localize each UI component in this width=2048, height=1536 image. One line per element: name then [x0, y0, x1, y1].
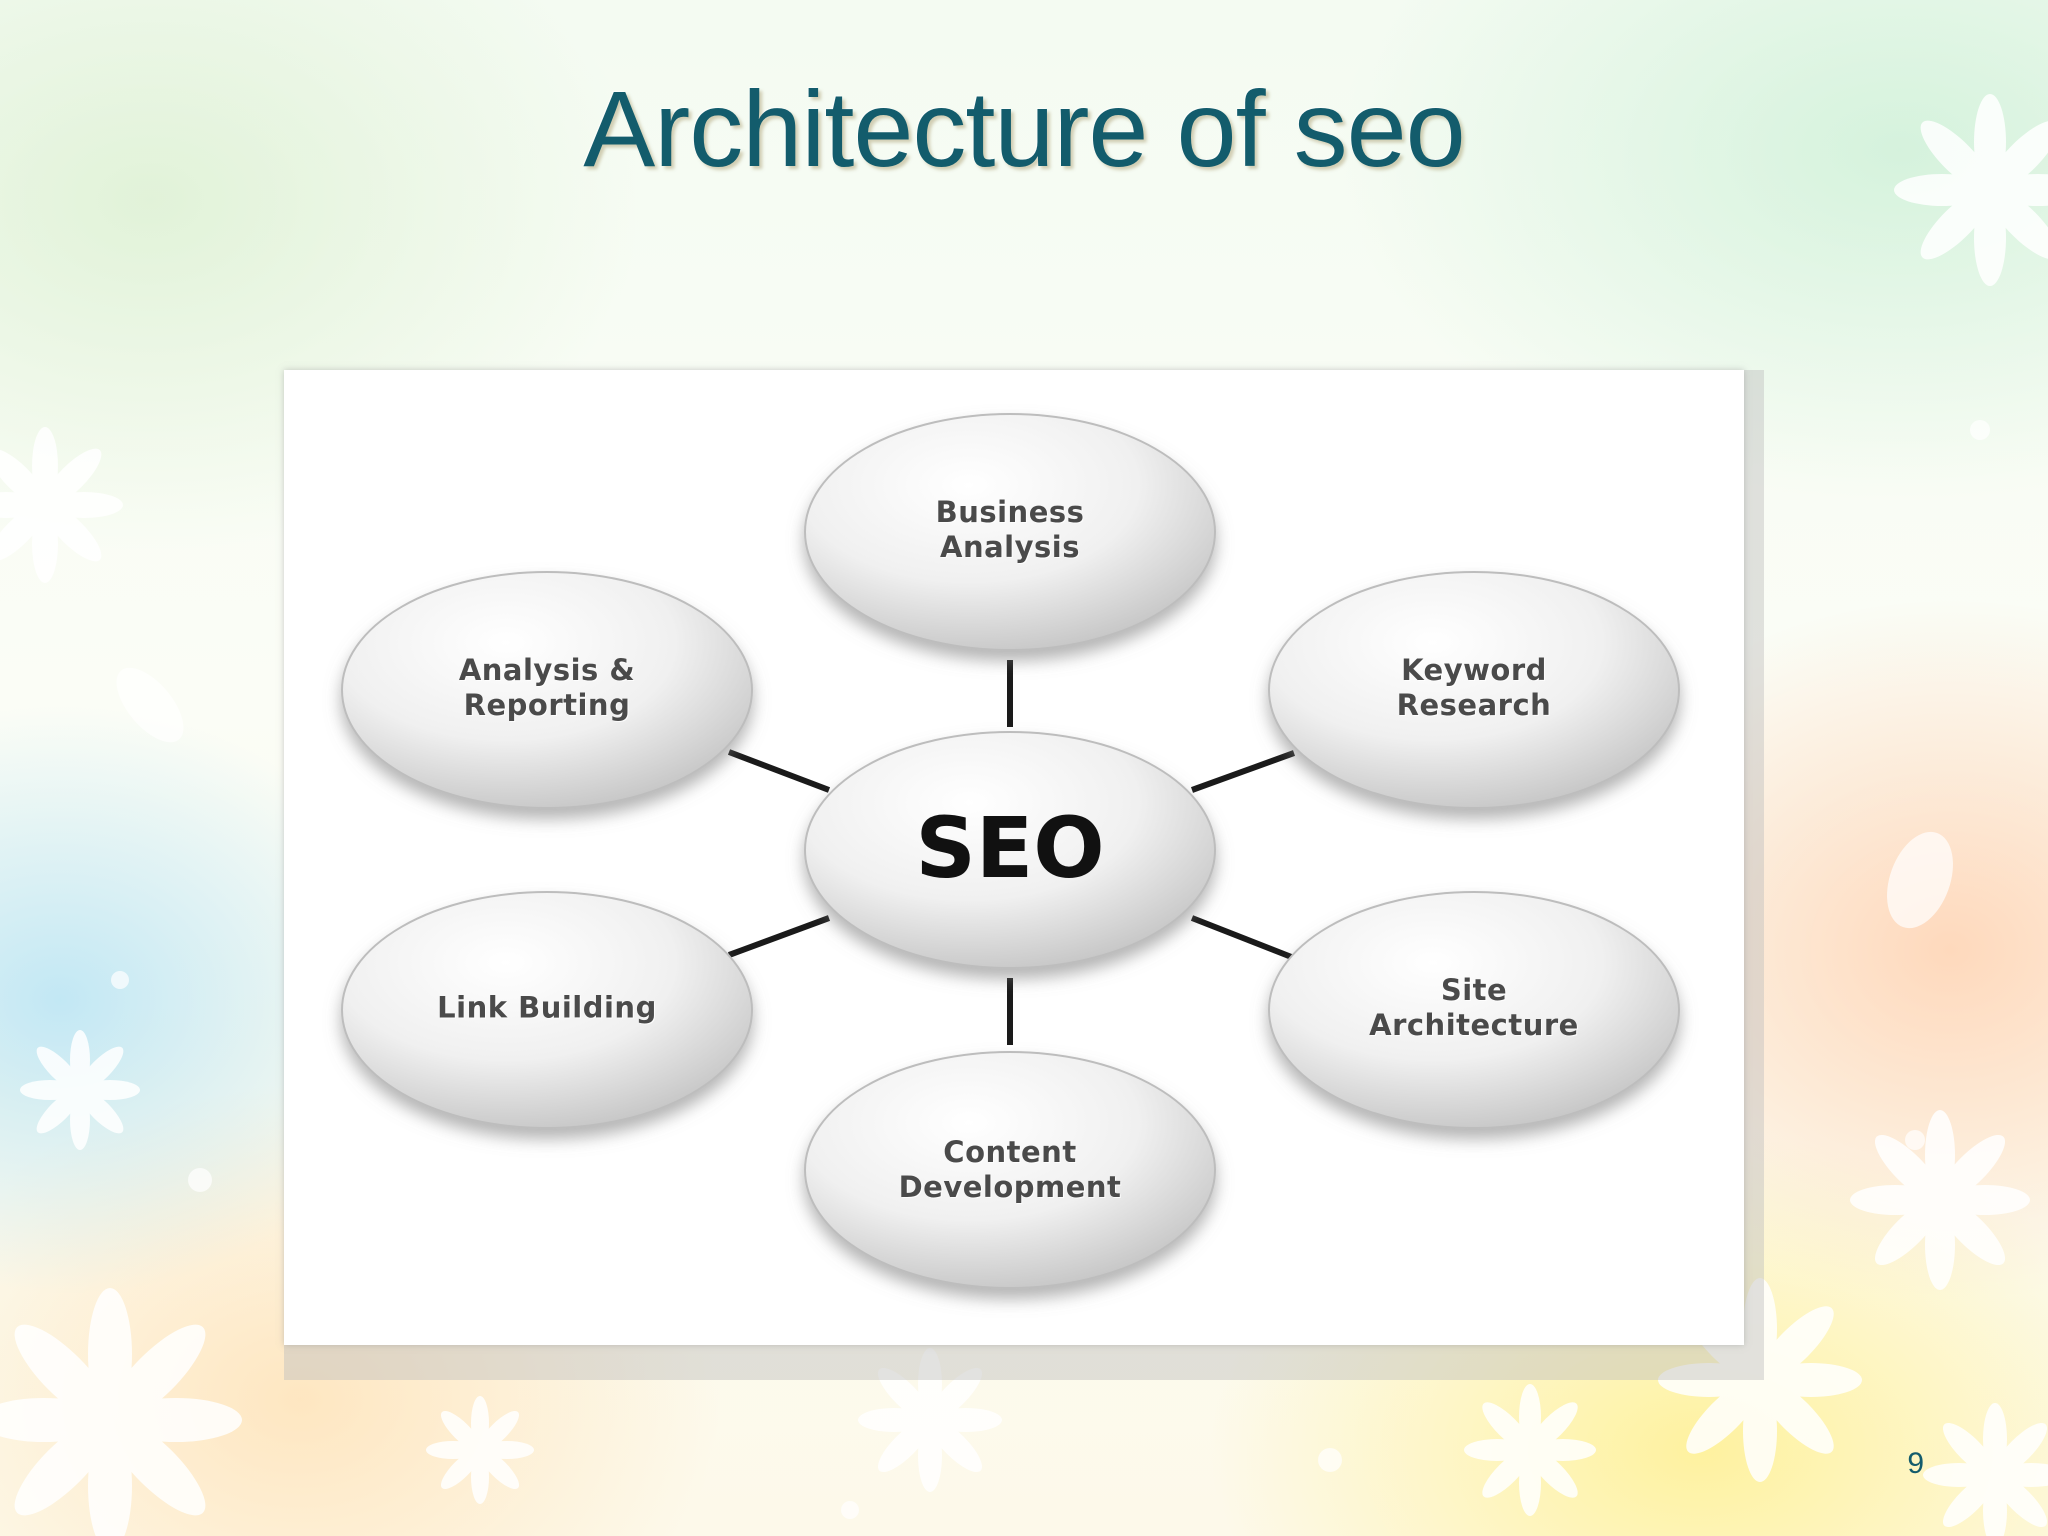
connector-link [727, 915, 831, 958]
node-business-analysis [804, 413, 1216, 651]
connector-site [1190, 915, 1296, 961]
flower-icon [1464, 1384, 1596, 1516]
node-label-analysis: Analysis & Reporting [458, 653, 636, 722]
connectors [727, 660, 1296, 1045]
page-number: 9 [1907, 1447, 1924, 1480]
node-keyword-research [1268, 571, 1680, 809]
node-analysis-reporting [341, 571, 753, 809]
node-label-link: Link Building [437, 990, 657, 1025]
slide-title: Architecture of seo [583, 68, 1465, 189]
node-label-business: Business Analysis [935, 495, 1085, 564]
node-label-site: Site Architecture [1369, 973, 1579, 1042]
node-label-content: Content Development [898, 1135, 1122, 1204]
node-site-architecture [1268, 891, 1680, 1129]
connector-keyword [1190, 750, 1296, 793]
center-node-label: SEO [915, 799, 1105, 897]
node-seo-center [804, 731, 1216, 969]
flower-icon [426, 1396, 534, 1504]
flower-icon [0, 1288, 242, 1536]
flower-icon [1850, 1110, 2030, 1290]
node-label-keyword: Keyword Research [1396, 653, 1552, 722]
flower-icon [1923, 1403, 2048, 1536]
seo-architecture-diagram [341, 413, 1680, 1289]
node-content-development [804, 1051, 1216, 1289]
node-link-building [341, 891, 753, 1129]
flower-icon [0, 427, 124, 583]
connector-analysis [727, 749, 831, 793]
flower-icon [20, 1030, 140, 1150]
